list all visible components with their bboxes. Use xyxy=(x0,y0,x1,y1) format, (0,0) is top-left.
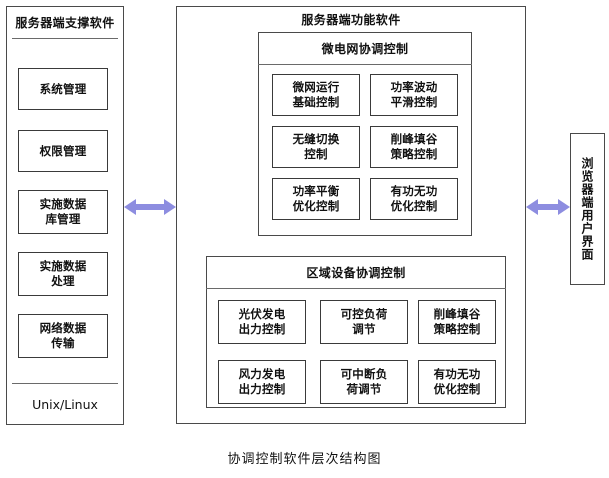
operating-system-label: Unix/Linux xyxy=(32,396,98,412)
support-module-network-transmission[interactable]: 网络数据 传输 xyxy=(18,314,108,358)
center-right-connector-arrow-icon xyxy=(526,196,570,218)
microgrid-coordination-title: 微电网协调控制 xyxy=(321,41,409,56)
support-module-system-management[interactable]: 系统管理 xyxy=(18,68,108,110)
browser-user-interface-panel xyxy=(570,133,605,285)
microgrid-module-seamless-switching-control[interactable]: 无缝切换 控制 xyxy=(272,126,360,168)
region-module-pv-output-control[interactable]: 光伏发电 出力控制 xyxy=(218,300,306,344)
figure-caption: 协调控制软件层次结构图 xyxy=(227,452,382,467)
regional-device-coordination-title: 区域设备协调控制 xyxy=(306,265,406,280)
support-module-data-processing[interactable]: 实施数据 处理 xyxy=(18,252,108,296)
microgrid-module-active-reactive-optimization[interactable]: 有功无功 优化控制 xyxy=(370,178,458,220)
microgrid-module-power-fluctuation-smoothing[interactable]: 功率波动 平滑控制 xyxy=(370,74,458,116)
left-os-divider xyxy=(12,383,118,384)
microgrid-module-peak-shaving-strategy[interactable]: 削峰填谷 策略控制 xyxy=(370,126,458,168)
left-center-connector-arrow-icon xyxy=(124,196,176,218)
region-module-wind-output-control[interactable]: 风力发电 出力控制 xyxy=(218,360,306,404)
support-module-database-management[interactable]: 实施数据 库管理 xyxy=(18,190,108,234)
left-title-divider xyxy=(12,38,118,39)
microgrid-module-power-balance-optimization[interactable]: 功率平衡 优化控制 xyxy=(272,178,360,220)
support-module-permission-management[interactable]: 权限管理 xyxy=(18,130,108,172)
server-support-software-title: 服务器端支撑软件 xyxy=(15,15,115,30)
server-function-software-title: 服务器端功能软件 xyxy=(301,12,401,27)
browser-user-interface-label: 浏览器端用户界面 xyxy=(580,157,594,261)
region-module-active-reactive-optimization[interactable]: 有功无功 优化控制 xyxy=(418,360,496,404)
region-module-controllable-load-regulation[interactable]: 可控负荷 调节 xyxy=(320,300,408,344)
region-module-interruptible-load-regulation[interactable]: 可中断负 荷调节 xyxy=(320,360,408,404)
region-module-peak-shaving-strategy[interactable]: 削峰填谷 策略控制 xyxy=(418,300,496,344)
microgrid-title-divider xyxy=(258,64,472,65)
microgrid-module-basic-operation-control[interactable]: 微网运行 基础控制 xyxy=(272,74,360,116)
region-title-divider xyxy=(206,288,506,289)
